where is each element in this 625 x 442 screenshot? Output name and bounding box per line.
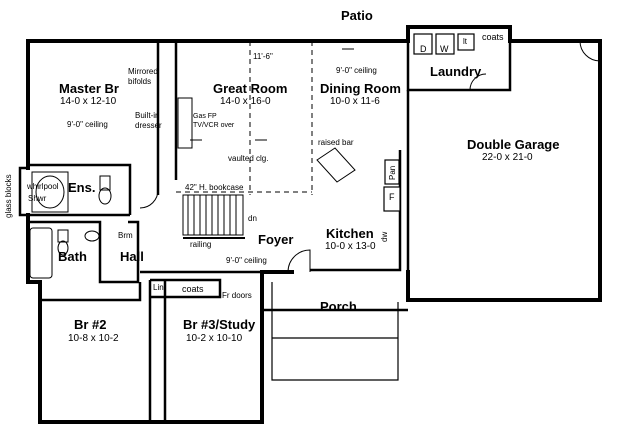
built-in-dresser-label: Built-in dresser	[135, 111, 162, 130]
patio-label: Patio	[341, 8, 373, 23]
foyer-label: Foyer	[258, 232, 294, 247]
dining-room-label: Dining Room	[320, 81, 401, 96]
stair-dn-label: dn	[248, 214, 257, 223]
linen-wall	[150, 278, 222, 299]
master-br-label: Master Br	[59, 81, 119, 96]
hall-label: Hall	[120, 249, 144, 264]
garage-label: Double Garage	[467, 137, 560, 152]
glass-blocks-label: glass blocks	[4, 174, 13, 218]
laundry-door	[469, 73, 487, 91]
mirrored-bifolds-label: Mirrored bifolds	[128, 67, 158, 86]
whirlpool-tub	[31, 171, 69, 213]
dining-room-size: 10-0 x 11-6	[330, 96, 380, 107]
bath-toilet	[57, 229, 69, 243]
garage-door-swing	[579, 40, 601, 62]
laundry-tub	[457, 33, 475, 51]
master-closet-wall	[156, 41, 178, 195]
br3-label: Br #3/Study	[183, 317, 256, 332]
porch-outline	[271, 282, 399, 381]
fridge-label: F	[389, 192, 395, 202]
foyer-ceiling-label: 9'-0" ceiling	[226, 256, 267, 265]
kitchen-island	[316, 147, 356, 183]
bath-wall	[28, 220, 140, 284]
br3-size: 10-2 x 10-10	[186, 333, 243, 344]
gas-fp-label: Gas FP	[193, 113, 217, 120]
fr-doors-label: Fr doors	[222, 291, 252, 300]
dryer-label: D	[420, 44, 427, 54]
hall-coats-label: coats	[182, 284, 204, 294]
raised-bar-label: raised bar	[318, 138, 354, 147]
garage-size: 22-0 x 21-0	[482, 152, 533, 163]
kitchen-size: 10-0 x 13-0	[325, 241, 376, 252]
master-br-size: 14-0 x 12-10	[60, 96, 117, 107]
master-door	[139, 189, 159, 209]
dining-ceiling-label: 9'-0" ceiling	[336, 66, 377, 75]
master-ceiling-label: 9'-0" ceiling	[67, 120, 108, 129]
washer	[435, 33, 455, 55]
broom-label: Brm	[118, 231, 133, 240]
great-room-label: Great Room	[213, 81, 288, 96]
linen-label: Lin	[153, 283, 164, 292]
dryer	[413, 33, 433, 55]
span-label: 11'-6"	[253, 52, 273, 61]
br2-label: Br #2	[74, 317, 107, 332]
porch-label: Porch	[320, 299, 357, 314]
ensuite-toilet	[99, 175, 111, 191]
br2-size: 10-8 x 10-2	[68, 333, 119, 344]
great-room-size: 14-0 x 16-0	[220, 96, 271, 107]
laundry-label: Laundry	[430, 64, 482, 79]
laundry-wall	[406, 41, 512, 92]
shwr-label: Shwr	[28, 194, 47, 203]
dw-label: dw	[380, 231, 389, 242]
bath-label: Bath	[58, 249, 87, 264]
hall-wall	[40, 270, 262, 422]
tv-label: TV/VCR over	[193, 122, 235, 129]
sink-label: lt	[463, 37, 467, 46]
kitchen-label: Kitchen	[326, 226, 374, 241]
stair	[182, 194, 244, 236]
ensuite-wall	[28, 163, 132, 217]
fridge	[383, 186, 401, 212]
bath-sink	[84, 230, 100, 242]
laundry-coats-label: coats	[482, 32, 504, 42]
bath-tub	[29, 227, 53, 279]
whirlpool-label: whirlpool	[27, 182, 59, 191]
pantry	[384, 159, 400, 185]
exterior-wall	[26, 25, 602, 302]
bookcase-label: 42" H. bookcase	[185, 183, 244, 192]
ensuite-label: Ens.	[68, 180, 96, 195]
washer-label: W	[440, 44, 449, 54]
glass-block-wall	[18, 166, 28, 217]
railing-label: railing	[190, 240, 212, 249]
vaulted-label: vaulted clg.	[228, 154, 269, 163]
front-door	[287, 249, 311, 273]
fireplace	[177, 97, 193, 149]
pantry-label: Pan	[388, 165, 397, 180]
